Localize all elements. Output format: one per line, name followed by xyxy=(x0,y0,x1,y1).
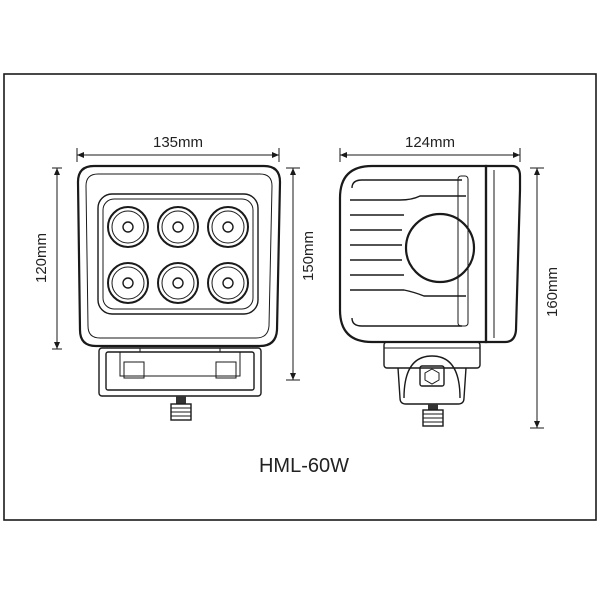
led-reflector xyxy=(157,262,199,304)
side-height-label: 160mm xyxy=(544,267,561,317)
side-mount-bolt xyxy=(422,404,444,427)
front-height-label: 150mm xyxy=(300,231,317,281)
led-reflector xyxy=(207,262,249,304)
front-width-label: 135mm xyxy=(153,134,203,151)
led-reflector xyxy=(157,206,199,248)
front-height-dimension: 150mm xyxy=(286,167,317,381)
led-reflector xyxy=(107,262,149,304)
drawing-border xyxy=(3,73,597,521)
side-depth-dimension: 124mm xyxy=(339,134,521,162)
side-cooling-fins xyxy=(350,175,469,327)
side-mount-nut xyxy=(419,365,445,387)
front-lens-height-dimension: 120mm xyxy=(33,167,62,350)
model-label: HML-60W xyxy=(259,455,349,477)
led-reflector xyxy=(107,206,149,248)
front-width-dimension: 135mm xyxy=(76,134,280,162)
side-cylinder-boss xyxy=(404,212,476,284)
side-view: 124mm 160mm xyxy=(338,134,561,429)
side-housing xyxy=(338,164,488,344)
led-array xyxy=(107,206,249,304)
side-depth-label: 124mm xyxy=(405,134,455,151)
led-reflector xyxy=(207,206,249,248)
side-mount-base xyxy=(383,341,481,405)
front-housing xyxy=(76,164,282,348)
front-view: 135mm 120mm 150mm xyxy=(33,134,317,421)
front-mount-bolt xyxy=(170,396,192,421)
front-lens-height-label: 120mm xyxy=(33,233,50,283)
front-lens-panel xyxy=(97,193,259,315)
front-mount-bracket xyxy=(98,347,262,397)
side-front-bezel xyxy=(484,164,522,344)
side-height-dimension: 160mm xyxy=(530,167,561,429)
